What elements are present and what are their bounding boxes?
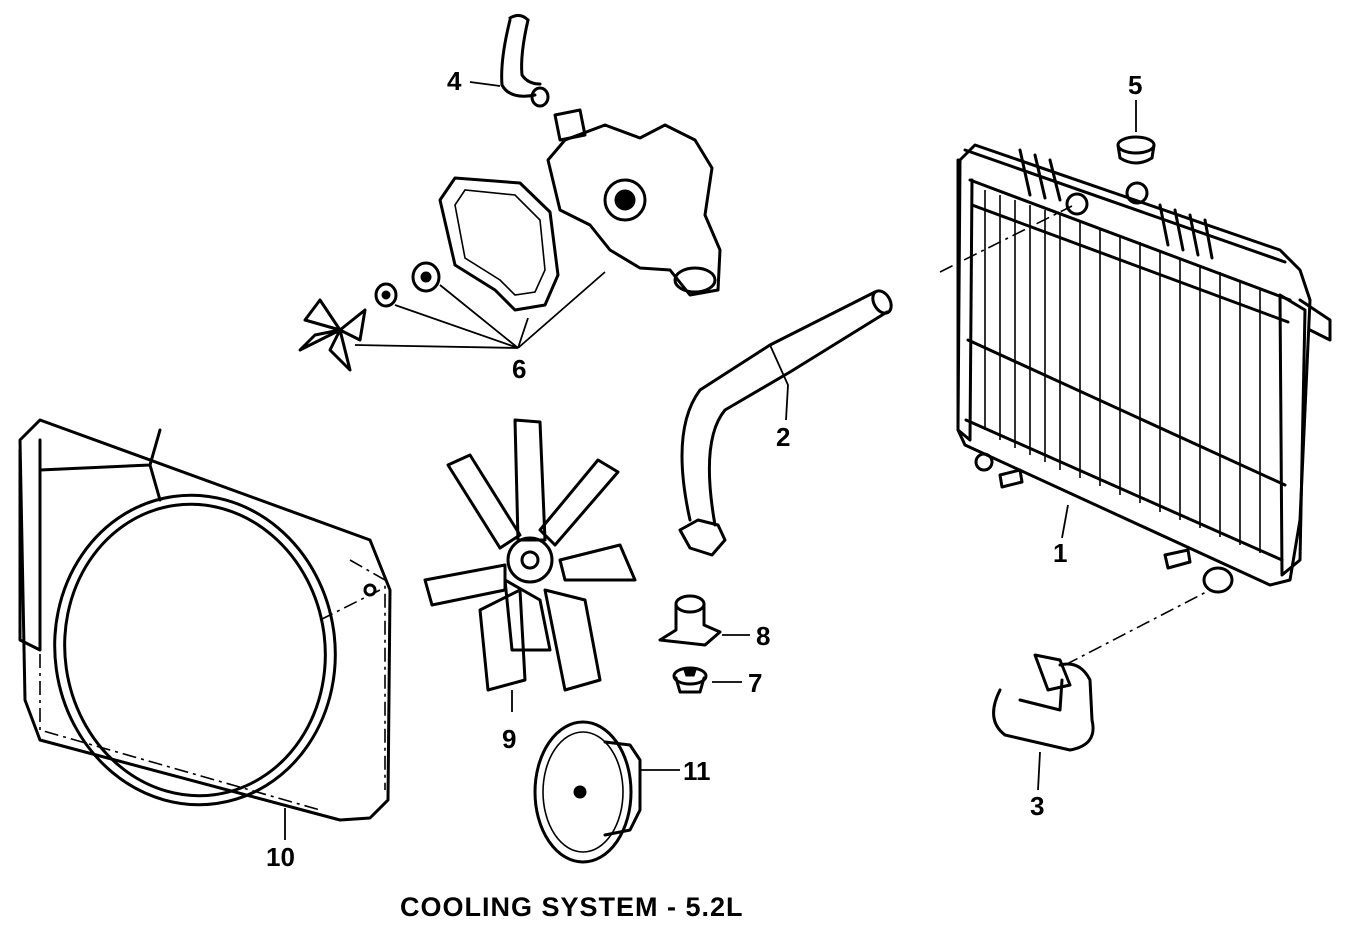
diagram-title: COOLING SYSTEM - 5.2L bbox=[400, 892, 744, 922]
bypass-hose-icon bbox=[500, 13, 550, 108]
radiator-icon bbox=[956, 143, 1332, 594]
radiator-cap-icon bbox=[1116, 135, 1156, 165]
fan-clutch-icon bbox=[533, 720, 642, 864]
lower-hose-icon bbox=[992, 653, 1095, 752]
callout-2: 2 bbox=[776, 422, 790, 452]
thermostat-housing-icon bbox=[658, 594, 722, 647]
callout-labels: 1 2 3 4 5 6 7 8 9 10 11 bbox=[266, 66, 1142, 872]
shroud-connector-line bbox=[319, 589, 381, 621]
callout-3: 3 bbox=[1030, 791, 1044, 821]
callout-1: 1 bbox=[1053, 538, 1067, 568]
callout-5: 5 bbox=[1128, 70, 1142, 100]
radiator-connector-line bbox=[939, 205, 1073, 273]
lower-hose-connector-line bbox=[1064, 589, 1211, 666]
upper-hose-icon bbox=[678, 289, 893, 557]
fan-shroud-icon bbox=[18, 418, 392, 822]
callout-4: 4 bbox=[447, 66, 462, 96]
callout-11: 11 bbox=[683, 756, 711, 786]
fan-blade-icon bbox=[423, 418, 637, 692]
callout-8: 8 bbox=[756, 621, 770, 651]
water-pump-assembly-icon bbox=[298, 108, 722, 372]
callout-7: 7 bbox=[748, 668, 762, 698]
thermostat-icon bbox=[672, 666, 708, 694]
callout-10: 10 bbox=[266, 842, 295, 872]
callout-9: 9 bbox=[502, 724, 516, 754]
callout-6: 6 bbox=[512, 354, 526, 384]
